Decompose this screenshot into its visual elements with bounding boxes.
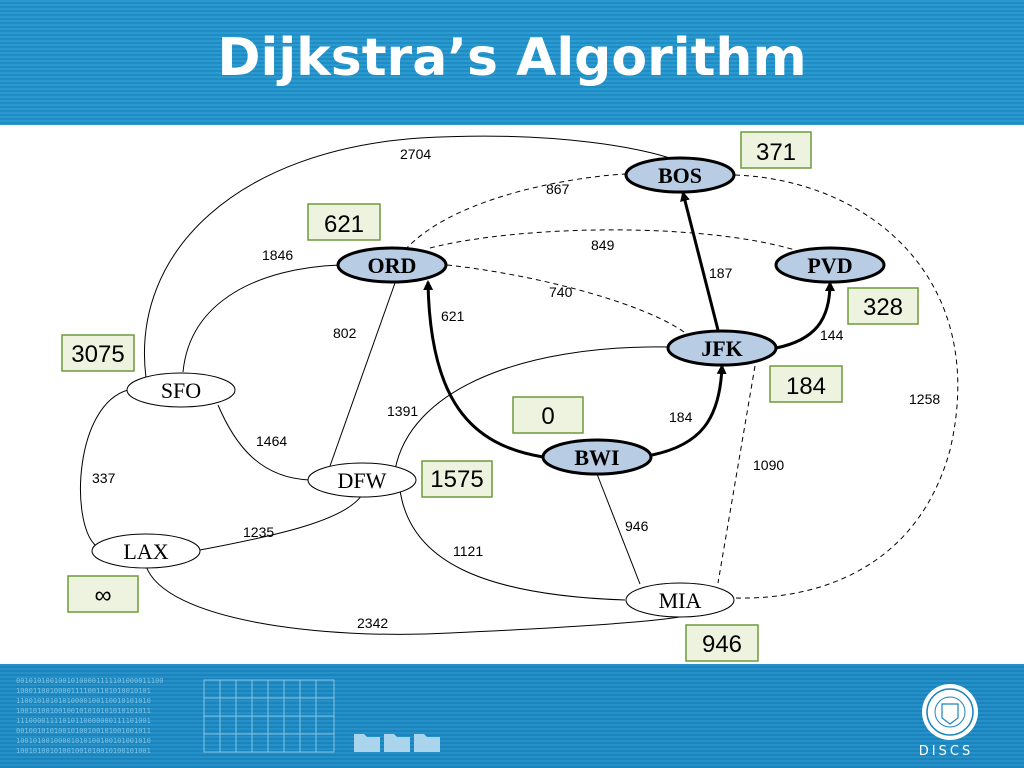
chart-decoration [203,679,978,753]
arrow-bwi-jfk [651,364,727,457]
weight-ord-jfk: 740 [549,284,573,300]
weight-sfo-lax: 337 [92,470,116,486]
weight-dfw-jfk: 1391 [387,403,418,419]
distance-ord: 621 [324,211,364,238]
distance-bwi: 0 [541,403,554,430]
distance-sfo: 3075 [71,341,124,368]
node-pvd: PVD [774,246,886,284]
weight-ord-dfw: 802 [333,325,357,341]
edge-sfo-dfw [217,404,311,481]
weight-ord-bwi: 621 [441,308,465,324]
distance-box-lax: ∞ [67,575,139,613]
node-pvd-label: PVD [807,253,852,278]
node-ord: ORD [336,246,448,284]
weight-sfo-ord: 1846 [262,247,293,263]
edge-ord-pvd [429,229,796,251]
slide-title: Dijkstra’s Algorithm [217,28,807,88]
node-dfw: DFW [307,462,417,498]
edge-ord-bos [404,173,626,251]
weight-sfo-bos: 2704 [400,146,431,162]
footer-bar: 00101010010010100001111101000011100 1000… [0,664,1024,768]
edge-bos-mia [734,174,959,599]
node-jfk: JFK [666,329,778,367]
node-sfo-label: SFO [161,378,201,403]
node-mia: MIA [625,582,735,618]
node-ord-label: ORD [368,253,417,278]
node-jfk-label: JFK [701,336,743,361]
binary-decoration: 00101010010010100001111101000011100 1000… [16,677,164,755]
distance-box-bwi: 0 [512,396,584,434]
distance-pvd: 328 [863,294,903,321]
weight-lax-dfw: 1235 [243,524,274,540]
distance-box-jfk: 184 [769,365,843,403]
graph-diagram: 2704 867 849 1846 740 187 621 144 802 13… [61,131,959,662]
node-bos: BOS [624,156,736,194]
weight-lax-mia: 2342 [357,615,388,631]
edge-ord-jfk [446,264,689,336]
weight-jfk-pvd: 144 [820,327,844,343]
title-bar: Dijkstra’s Algorithm [0,0,1024,125]
distance-bos: 371 [756,139,796,166]
node-dfw-label: DFW [338,468,387,493]
edge-dfw-jfk [394,346,669,471]
weight-ord-pvd: 849 [591,237,615,253]
distance-box-pvd: 328 [847,287,919,325]
logo-label: DISCS [918,744,974,759]
node-lax: LAX [91,533,201,569]
distance-box-ord: 621 [307,203,381,241]
distance-lax: ∞ [94,582,111,609]
distance-box-dfw: 1575 [421,460,493,498]
edge-sfo-lax [80,389,129,546]
node-bwi-label: BWI [574,445,619,470]
weight-dfw-mia: 1121 [453,543,483,559]
weight-ord-bos: 867 [546,181,570,197]
distance-dfw: 1575 [430,466,483,493]
node-bos-label: BOS [658,163,702,188]
edge-lax-mia [145,565,691,635]
node-bwi: BWI [541,438,653,476]
distance-box-bos: 371 [740,131,812,169]
edge-sfo-ord [182,264,341,373]
node-lax-label: LAX [123,539,168,564]
weight-sfo-dfw: 1464 [256,433,287,449]
arrow-jfk-bos [680,191,720,331]
arrow-bwi-ord [423,280,544,459]
weight-jfk-mia: 1090 [753,457,784,473]
edge-ord-dfw [329,282,396,467]
arrow-jfk-pvd [775,281,835,350]
edge-sfo-bos [144,135,676,379]
distance-box-sfo: 3075 [61,334,135,372]
node-sfo: SFO [126,372,236,408]
distance-mia: 946 [702,631,742,658]
edge-bwi-mia [596,473,641,585]
node-mia-label: MIA [659,588,702,613]
weight-bos-mia: 1258 [909,391,940,407]
edge-lax-dfw [199,494,363,551]
folder-icons [354,734,440,752]
edge-jfk-mia [717,365,756,584]
weight-jfk-bos: 187 [709,265,733,281]
distance-box-mia: 946 [685,624,759,662]
distance-jfk: 184 [786,373,826,400]
weight-bwi-mia: 946 [625,518,649,534]
weight-bwi-jfk: 184 [669,409,693,425]
edge-dfw-mia [399,489,626,601]
seal-icon [922,684,978,740]
